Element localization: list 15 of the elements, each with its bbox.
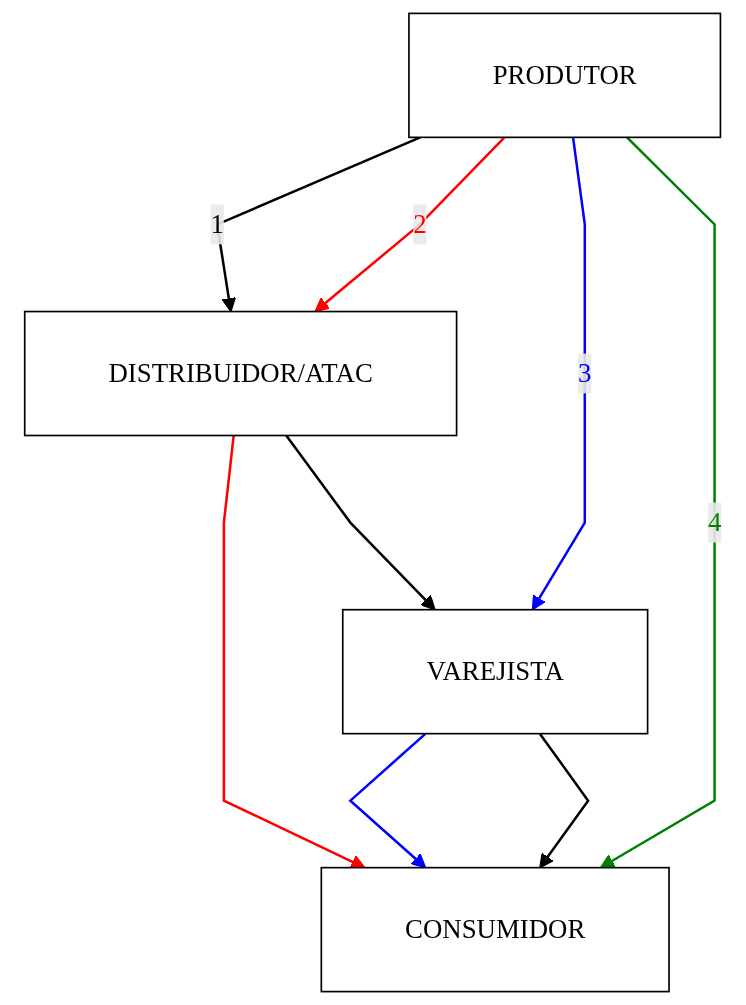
arrow bbox=[314, 136, 506, 313]
node-box: DISTRIBUIDOR/ATAC bbox=[23, 310, 458, 437]
node-box: PRODUTOR bbox=[408, 12, 722, 139]
edge-label: 3 bbox=[578, 358, 592, 387]
arrow bbox=[285, 434, 436, 611]
edge-label: 4 bbox=[707, 507, 722, 536]
arrow bbox=[348, 732, 427, 869]
arrow bbox=[531, 137, 587, 611]
arrow bbox=[222, 435, 366, 869]
node-box: VAREJISTA bbox=[341, 608, 649, 735]
edge-label: 2 bbox=[413, 209, 427, 238]
arrow bbox=[538, 732, 590, 869]
edge-label: 1 bbox=[210, 209, 224, 238]
node-box: CONSUMIDOR bbox=[320, 866, 670, 993]
arrow bbox=[599, 136, 716, 869]
